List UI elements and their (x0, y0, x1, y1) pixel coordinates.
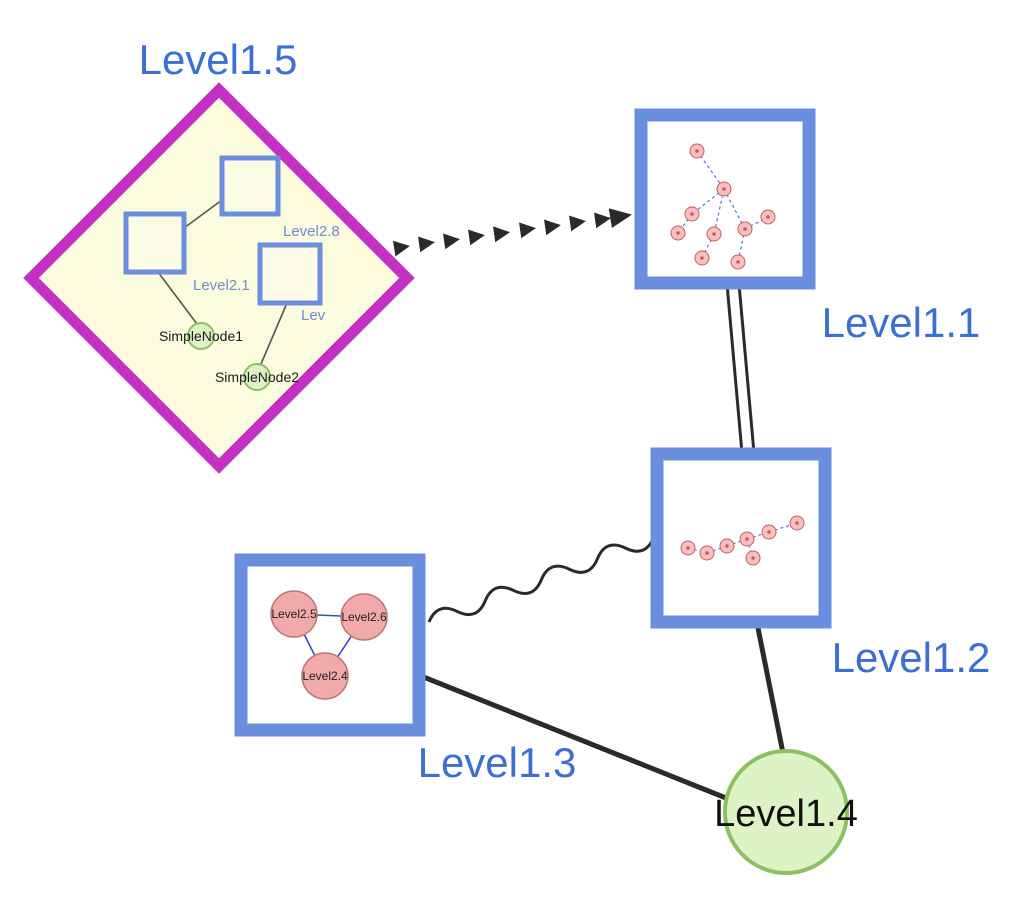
edge-level13-to-level14[interactable] (420, 673, 732, 803)
inner-node-level2-5[interactable] (270, 590, 318, 638)
mini-graph-level1-1 (670, 143, 776, 270)
node-level1-3[interactable]: Level2.5 Level2.6 Level2.4 (234, 553, 426, 737)
circle-node-shape[interactable] (723, 749, 849, 875)
inner-node-lev[interactable] (257, 242, 323, 306)
node-level1-1[interactable] (634, 108, 816, 290)
edge-level15-to-level11[interactable] (392, 208, 632, 257)
mini-node (730, 254, 746, 270)
mini-node (745, 550, 761, 566)
inner-node-label: SimpleNode2 (215, 369, 299, 385)
inner-edge (157, 271, 198, 325)
inner-node-label: Level2.1 (193, 277, 250, 294)
mini-node (699, 545, 715, 561)
mini-node (680, 540, 696, 556)
mini-node (761, 524, 777, 540)
inner-node-level2-1[interactable] (123, 211, 187, 275)
mini-graph-level1-3: Level2.5 Level2.6 Level2.4 (270, 590, 388, 700)
mini-node (760, 209, 776, 225)
inner-node-label: Level2.6 (341, 610, 387, 624)
edge-level12-to-level14[interactable] (754, 622, 786, 754)
inner-edge (183, 199, 223, 229)
mini-node (694, 250, 710, 266)
node-level1-5[interactable]: Level2.8 Level2.1 Lev SimpleNode1 Simple… (23, 82, 415, 474)
edge-level13-to-level12[interactable] (426, 530, 656, 629)
node-label-level1-3: Level1.3 (418, 739, 577, 786)
square-node-shape[interactable] (634, 108, 816, 290)
inner-node-level2-8[interactable] (219, 155, 281, 217)
inner-node-simplenode1[interactable] (187, 322, 215, 350)
inner-node-level2-6[interactable] (340, 593, 388, 641)
mini-node (719, 538, 735, 554)
node-label-level1-1: Level1.1 (822, 299, 981, 346)
node-label-level1-4: Level1.4 (714, 793, 858, 835)
node-label-level1-2: Level1.2 (832, 634, 991, 681)
mini-node (716, 181, 732, 197)
diamond-shape[interactable] (23, 82, 415, 474)
mini-node (706, 226, 722, 242)
mini-graph-level1-2 (680, 515, 805, 566)
node-level1-4[interactable]: Level1.4 (714, 749, 858, 875)
mini-node (689, 143, 705, 159)
mini-node (684, 206, 700, 222)
node-label-level1-5: Level1.5 (139, 36, 298, 83)
square-node-shape[interactable] (234, 553, 426, 737)
mini-node (739, 531, 755, 547)
inner-node-label: Lev (301, 307, 326, 324)
mini-node (737, 221, 753, 237)
mini-node (670, 225, 686, 241)
inner-node-label: SimpleNode1 (159, 328, 243, 344)
node-level1-2[interactable] (650, 447, 832, 629)
inner-node-level2-4[interactable] (301, 652, 349, 700)
inner-node-label: Level2.8 (283, 223, 340, 240)
inner-edge (260, 302, 288, 365)
edge-level11-to-level12[interactable] (725, 283, 756, 454)
mini-node (789, 515, 805, 531)
inner-node-label: Level2.4 (302, 669, 348, 683)
inner-node-label: Level2.5 (271, 607, 317, 621)
inner-node-simplenode2[interactable] (243, 363, 271, 391)
